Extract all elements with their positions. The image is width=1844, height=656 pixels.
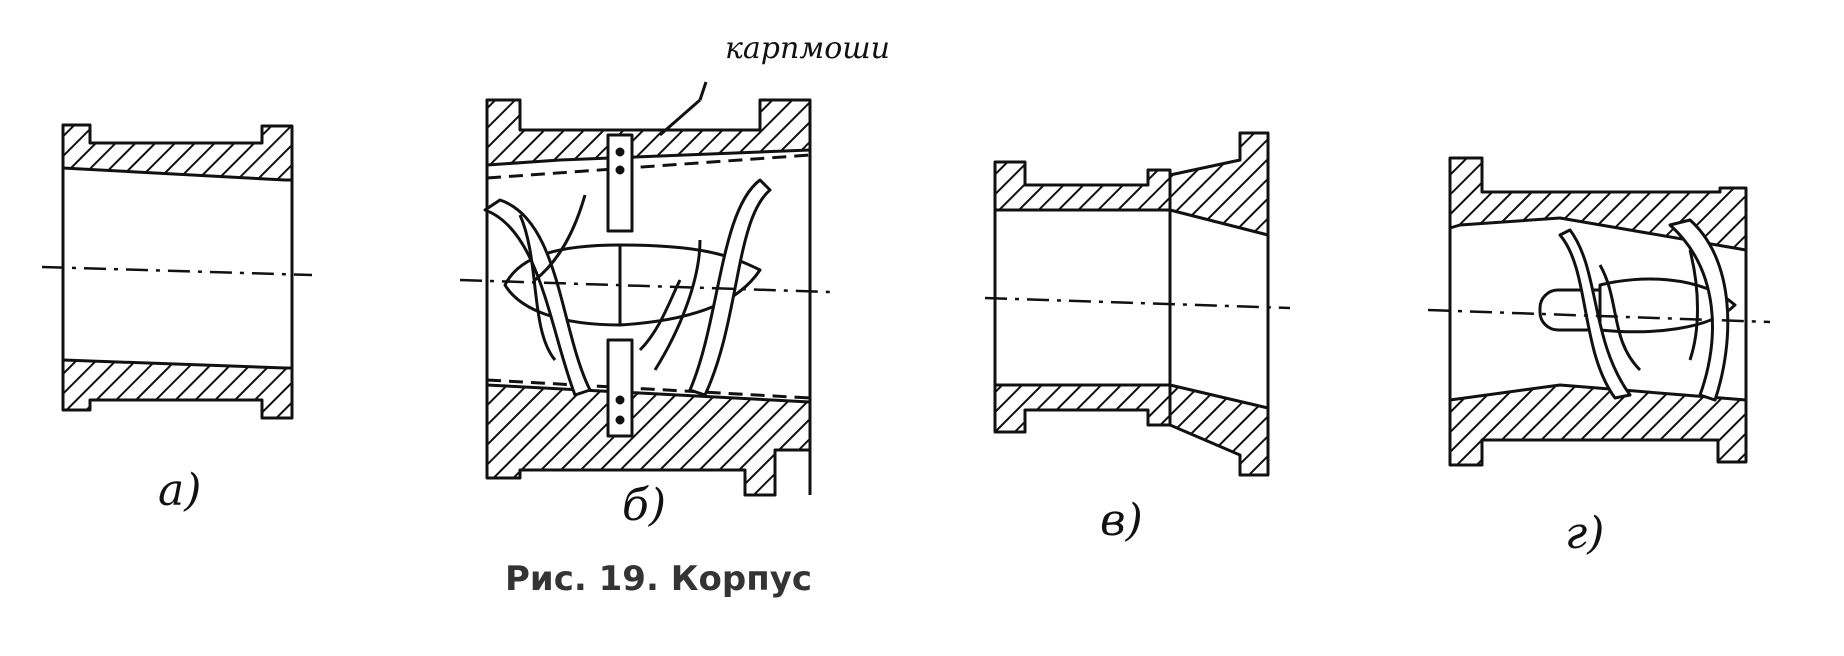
figure-caption: Рис. 19. Корпус <box>505 559 812 599</box>
label-b: б) <box>622 480 666 531</box>
label-c: в) <box>1100 495 1143 546</box>
casing-b <box>459 81 831 497</box>
label-a: а) <box>158 465 201 516</box>
casing-d <box>1427 156 1771 467</box>
casing-c <box>984 131 1291 477</box>
label-d: г) <box>1565 508 1604 559</box>
casing-a <box>41 123 313 420</box>
annotation-label: карпмоши <box>725 31 890 66</box>
